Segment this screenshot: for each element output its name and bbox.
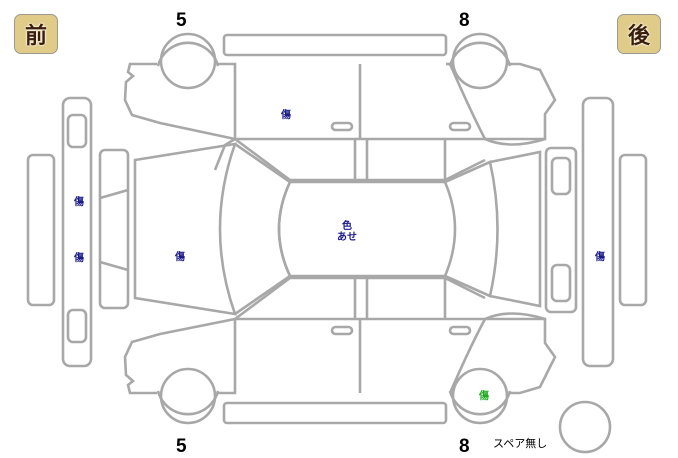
damage-mark-roof-1: 色	[342, 221, 352, 232]
rear-bumper-outer	[618, 153, 648, 307]
damage-mark-roof-2: あせ	[337, 232, 357, 243]
front-bottom-wheel-label: 5	[176, 436, 187, 457]
rear-bottom-wheel-label: 8	[459, 436, 470, 457]
car-side-top	[123, 32, 557, 182]
damage-mark-rear-bottom-wheel: 傷	[479, 391, 489, 402]
damage-mark-hood: 傷	[175, 252, 185, 263]
front-bumper-outer	[26, 153, 56, 307]
damage-mark-top-front-door: 傷	[281, 110, 291, 121]
car-side-bottom	[123, 276, 557, 425]
front-badge: 前	[14, 14, 58, 54]
spare-tire-label: スペア無し	[493, 437, 548, 450]
damage-mark-front-bumper-upper: 傷	[74, 197, 84, 208]
bottom-side-skirt	[222, 401, 448, 425]
front-grille	[98, 148, 130, 310]
roof-panel	[277, 180, 457, 278]
front-top-wheel-label: 5	[176, 10, 187, 31]
front-bumper	[61, 96, 93, 368]
damage-mark-front-bumper-lower: 傷	[74, 253, 84, 264]
damage-mark-rear-bumper: 傷	[595, 252, 605, 263]
spare-tire	[558, 400, 612, 454]
rear-trunk-edge	[544, 146, 578, 314]
rear-bumper	[581, 96, 615, 368]
rear-top-wheel-label: 8	[459, 10, 470, 31]
rear-badge: 後	[617, 14, 661, 54]
car-top-view	[133, 142, 542, 316]
top-side-skirt	[222, 33, 448, 57]
hood-panel	[133, 142, 237, 316]
